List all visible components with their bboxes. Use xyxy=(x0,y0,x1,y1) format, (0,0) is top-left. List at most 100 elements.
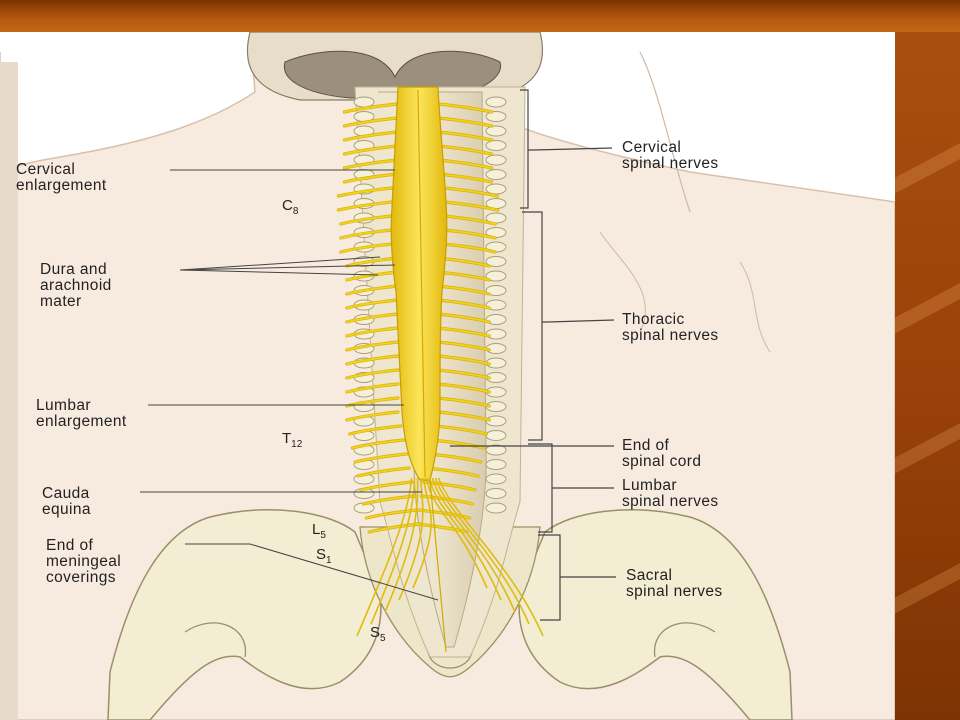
level-s5: S5 xyxy=(370,624,386,644)
brain-cerebellum xyxy=(283,50,502,99)
spinal-nerve-right-core xyxy=(437,397,491,407)
spinal-nerve-right-core xyxy=(437,145,493,155)
spinal-nerve-right-core xyxy=(437,299,491,309)
spinal-nerve-left-core xyxy=(365,509,419,519)
vertebra-right xyxy=(485,96,507,108)
left-edge-shadow xyxy=(0,62,18,720)
vertebra-right xyxy=(485,444,507,456)
spinal-nerve-right-core xyxy=(437,411,491,421)
vertebra-right xyxy=(485,314,507,325)
spinal-nerve-right-core xyxy=(414,523,468,533)
vertebra-right xyxy=(485,183,507,195)
skin-wrinkle-3 xyxy=(739,261,771,353)
spinal-nerve-right-core xyxy=(443,229,497,239)
spinal-nerve-left-core xyxy=(343,131,399,141)
vertebra-right xyxy=(485,430,507,441)
vertebra-right xyxy=(485,459,507,470)
spinal-nerve-right-core xyxy=(437,103,493,113)
spinal-nerve-right-core xyxy=(443,215,497,225)
spinal-nerve-left-core xyxy=(362,495,416,505)
vertebra-right xyxy=(485,125,507,137)
cauda-equina-strand xyxy=(356,477,413,637)
spinal-nerve-left-core xyxy=(345,313,399,323)
spinal-nerve-left-core xyxy=(343,103,399,113)
cauda-equina-strand xyxy=(431,477,516,613)
cord-median-line xyxy=(417,89,426,478)
spinal-nerve-right-core xyxy=(420,495,474,505)
right-brackets xyxy=(450,89,616,621)
skin-wrinkle-2 xyxy=(599,231,646,333)
spinal-nerve-right-core xyxy=(443,201,499,211)
spinal-nerve-left-core xyxy=(343,117,399,127)
vertebra-right xyxy=(485,299,507,311)
spinal-nerve-left-core xyxy=(345,341,399,351)
spinal-nerve-left-core xyxy=(348,425,402,435)
spinal-nerve-left-core xyxy=(339,215,393,225)
vertebra-right xyxy=(485,256,507,267)
vertebra-right xyxy=(485,169,507,180)
spinal-nerve-left-core xyxy=(343,145,399,155)
spinal-nerve-right-core xyxy=(437,383,491,393)
spinal-nerve-left-core xyxy=(345,355,399,365)
vertebra-right xyxy=(485,111,507,122)
cauda-equina-strand xyxy=(434,477,530,625)
spinal-nerve-left-core xyxy=(337,187,393,197)
level-c8: C8 xyxy=(282,197,299,217)
vertebra-right xyxy=(485,285,507,296)
spinal-nerve-right-core xyxy=(434,425,488,435)
vertebra-right xyxy=(485,502,507,514)
cauda-equina-strand xyxy=(428,477,502,601)
vertebra-right xyxy=(485,488,507,499)
cauda-equina-strand xyxy=(370,477,416,625)
slide-top-bar xyxy=(0,0,960,32)
level-s1: S1 xyxy=(316,546,332,566)
spinal-nerve-left-core xyxy=(339,229,393,239)
spinal-nerve-right-core xyxy=(443,243,497,253)
hip-joint-right xyxy=(653,622,716,658)
spinal-nerve-left-core xyxy=(345,299,399,309)
vertebra-right xyxy=(485,140,507,151)
spinal-nerve-left-core xyxy=(351,439,405,449)
cauda-equina-strand xyxy=(412,477,432,589)
cauda-equina-strand xyxy=(384,477,419,613)
spinal-nerve-right-core xyxy=(437,117,493,127)
vertebra-right xyxy=(485,154,507,166)
cauda-equina-strand xyxy=(425,477,488,589)
cauda-equina-strand xyxy=(437,477,544,637)
hip-joint-left xyxy=(184,622,247,658)
vertebra-right xyxy=(485,270,507,282)
spinal-nerve-left-core xyxy=(345,369,399,379)
spinal-nerve-right-core xyxy=(437,327,491,337)
pelvis-right xyxy=(518,509,793,720)
vertebra-right xyxy=(485,415,507,427)
left-leader-lines xyxy=(140,169,439,601)
spinal-nerve-right-core xyxy=(423,481,477,491)
filum-terminale xyxy=(429,479,447,653)
skin-wrinkle-1 xyxy=(639,51,691,213)
cauda-equina-strand xyxy=(398,477,424,601)
spinal-nerve-left-core xyxy=(343,159,399,169)
spinal-nerve-left-core xyxy=(345,411,399,421)
spinal-nerve-right-core xyxy=(437,131,493,141)
vertebra-left xyxy=(353,96,375,108)
spinal-nerve-left-core xyxy=(337,201,393,211)
spinal-nerve-right-core xyxy=(437,341,491,351)
level-t12: T12 xyxy=(282,430,303,450)
vertebra-right xyxy=(485,473,507,485)
spinal-nerve-right-core xyxy=(437,355,491,365)
spinal-nerve-left-core xyxy=(345,383,399,393)
spinal-nerve-left-core xyxy=(345,285,399,295)
spinal-nerve-left-core xyxy=(345,327,399,337)
level-l5: L5 xyxy=(312,521,326,541)
spinal-nerve-left-core xyxy=(339,243,393,253)
spinal-nerve-left-core xyxy=(357,467,411,477)
